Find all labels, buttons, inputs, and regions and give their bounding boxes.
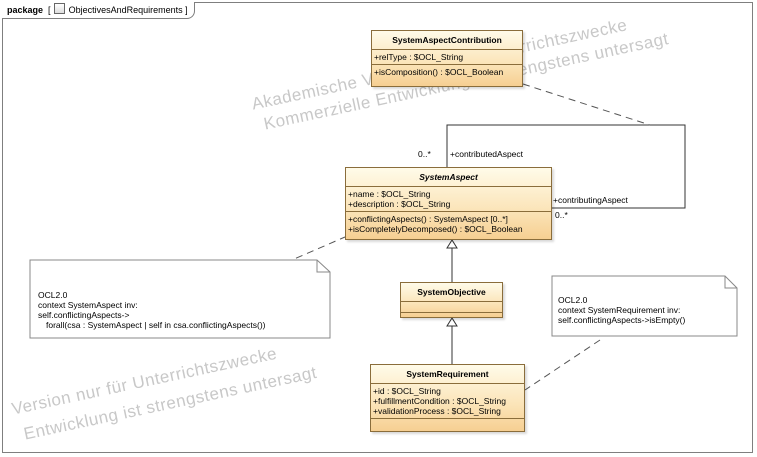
- association-class-link: [522, 83, 651, 126]
- class-name: SystemRequirement: [406, 369, 489, 379]
- note-line: OCL2.0: [558, 295, 588, 305]
- package-frame: [2, 2, 753, 453]
- note-shape-requirement: [551, 275, 738, 337]
- multiplicity-contributing: 0..*: [555, 210, 568, 220]
- attributes-compartment: [401, 301, 502, 312]
- class-system-objective[interactable]: SystemObjective: [400, 282, 503, 318]
- note-line: context SystemRequirement inv:: [558, 305, 681, 315]
- note-line: context SystemAspect inv:: [38, 300, 138, 310]
- attribute: +description : $OCL_String: [348, 199, 451, 209]
- operation: +isComposition() : $OCL_Boolean: [374, 67, 504, 77]
- class-system-aspect[interactable]: SystemAspect +name : $OCL_String +descri…: [345, 167, 552, 240]
- operations-compartment: [371, 418, 524, 429]
- note-line: OCL2.0: [38, 290, 68, 300]
- operations-compartment: +isComposition() : $OCL_Boolean: [372, 64, 522, 79]
- package-tab: package [ ObjectivesAndRequirements ]: [2, 2, 195, 19]
- class-name: SystemAspectContribution: [392, 35, 502, 45]
- role-contributed-aspect: +contributedAspect: [450, 149, 524, 159]
- note-shape-aspect: [29, 259, 331, 339]
- role-contributing-aspect: +contributingAspect: [553, 195, 628, 205]
- attribute: +relType : $OCL_String: [374, 52, 464, 62]
- note-anchor-aspect: [284, 236, 346, 264]
- multiplicity-contributed: 0..*: [418, 149, 431, 159]
- class-name: SystemAspect: [419, 172, 478, 182]
- generalization-arrow-1: [446, 239, 458, 249]
- association-line: [446, 124, 686, 209]
- attribute: +name : $OCL_String: [348, 189, 431, 199]
- class-system-aspect-contribution[interactable]: SystemAspectContribution +relType : $OCL…: [371, 30, 523, 87]
- class-system-requirement[interactable]: SystemRequirement +id : $OCL_String +ful…: [370, 364, 525, 432]
- attribute: +validationProcess : $OCL_String: [373, 406, 501, 416]
- operations-compartment: [401, 312, 502, 323]
- note-line: self.conflictingAspects->isEmpty(): [558, 315, 686, 325]
- attribute: +fulfillmentCondition : $OCL_String: [373, 396, 506, 406]
- operations-compartment: +conflictingAspects() : SystemAspect [0.…: [346, 211, 551, 236]
- package-keyword: package: [7, 5, 44, 15]
- operation: +isCompletelyDecomposed() : $OCL_Boolean: [348, 224, 523, 234]
- package-diagram-icon: [54, 3, 66, 14]
- attributes-compartment: +id : $OCL_String +fulfillmentCondition …: [371, 383, 524, 418]
- note-line: forall(csa : SystemAspect | self in csa.…: [46, 320, 266, 330]
- operation: +conflictingAspects() : SystemAspect [0.…: [348, 214, 508, 224]
- package-name: ObjectivesAndRequirements: [68, 5, 183, 15]
- class-name: SystemObjective: [417, 287, 486, 297]
- attributes-compartment: +name : $OCL_String +description : $OCL_…: [346, 186, 551, 211]
- note-line: self.conflictingAspects->: [38, 310, 130, 320]
- generalization-arrow-2: [446, 317, 458, 327]
- note-anchor-requirement: [524, 339, 601, 391]
- attributes-compartment: +relType : $OCL_String: [372, 49, 522, 64]
- attribute: +id : $OCL_String: [373, 386, 441, 396]
